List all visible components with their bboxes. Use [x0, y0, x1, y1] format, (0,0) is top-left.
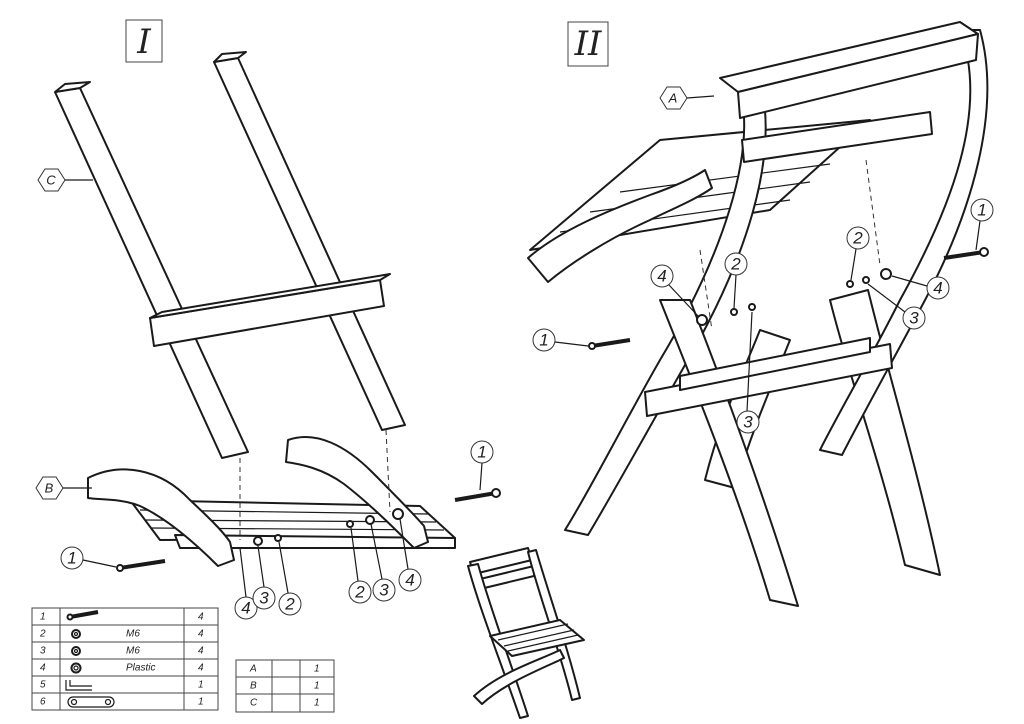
view-one: I	[35, 19, 501, 620]
svg-text:1: 1	[314, 681, 320, 692]
callout-plastic-washer-left-view-two: 4	[650, 264, 699, 317]
hardware-row-5: 5 1	[40, 680, 204, 691]
back-frame-c	[54, 51, 406, 459]
callout-nut-right: 2	[348, 527, 372, 604]
svg-text:M6: M6	[126, 629, 140, 640]
hardware-row-4: 4 Plastic 4	[40, 662, 204, 674]
svg-text:2: 2	[852, 229, 863, 248]
parts-table: A 1 B 1 C 1	[235, 659, 335, 713]
svg-text:3: 3	[379, 581, 389, 600]
hardware-row-6: 6 1	[40, 696, 204, 708]
plastic-washer-icon	[70, 662, 82, 674]
svg-text:2: 2	[354, 583, 365, 602]
svg-text:4: 4	[198, 629, 204, 640]
bolt-icon	[66, 610, 99, 621]
svg-text:3: 3	[743, 413, 753, 432]
assembled-chair-thumbnail	[467, 547, 585, 719]
svg-text:C: C	[250, 698, 258, 709]
hardware-row-3: 3 M6 4	[40, 646, 204, 657]
svg-text:A: A	[249, 664, 257, 675]
view-one-label-box	[125, 19, 163, 63]
svg-text:4: 4	[933, 279, 942, 298]
callout-washer-left: 3	[252, 545, 276, 610]
callout-bolt-left-view-one: 1	[60, 546, 117, 570]
svg-text:2: 2	[39, 629, 46, 640]
callout-bolt-left-view-two: 1	[532, 328, 589, 352]
nut-icon	[71, 629, 81, 639]
svg-text:4: 4	[40, 663, 46, 674]
svg-text:4: 4	[657, 267, 666, 286]
parts-row-a: A 1	[249, 664, 320, 675]
svg-text:6: 6	[40, 697, 46, 708]
svg-text:1: 1	[314, 664, 320, 675]
part-label-c: C	[46, 173, 56, 188]
part-label-b: B	[45, 481, 54, 496]
callout-nut-right-view-two: 2	[846, 226, 870, 281]
callout-washer-right-view-two: 3	[867, 283, 926, 330]
callout-washer-left-view-two: 3	[736, 311, 760, 434]
callout-plastic-washer-right-view-two: 4	[891, 275, 950, 300]
svg-text:1: 1	[40, 612, 46, 623]
callout-plastic-washer-left: 4	[234, 547, 258, 620]
svg-text:5: 5	[40, 680, 46, 691]
hardware-row-1: 1 4	[40, 610, 204, 623]
parts-row-c: C 1	[250, 698, 320, 709]
wrench-icon	[67, 696, 115, 708]
hex-key-icon	[65, 680, 92, 691]
svg-text:1: 1	[198, 680, 204, 691]
callout-washer-right: 3	[370, 523, 396, 602]
callout-nut-left-view-two: 2	[724, 252, 748, 309]
svg-text:1: 1	[198, 697, 204, 708]
svg-text:B: B	[250, 681, 257, 692]
hardware-row-2: 2 M6 4	[39, 629, 204, 640]
view-two-label-box	[567, 21, 609, 67]
view-two-label: II	[574, 24, 602, 64]
part-label-a: A	[668, 91, 678, 106]
view-two: II	[527, 21, 994, 607]
svg-text:1: 1	[67, 549, 76, 568]
parts-row-b: B 1	[250, 681, 320, 692]
svg-text:2: 2	[730, 255, 741, 274]
svg-text:Plastic: Plastic	[126, 663, 155, 674]
hardware-table: 1 4 2 M6 4 3 M6 4 4 Plastic 4 5 1	[31, 607, 219, 711]
svg-text:1: 1	[977, 201, 986, 220]
callout-bolt-right-view-two: 1	[970, 198, 994, 251]
svg-text:2: 2	[284, 595, 295, 614]
svg-text:M6: M6	[126, 646, 140, 657]
callout-plastic-washer-right: 4	[398, 518, 422, 592]
svg-text:4: 4	[241, 599, 250, 618]
svg-text:4: 4	[198, 663, 204, 674]
svg-text:1: 1	[477, 443, 486, 462]
callout-nut-left: 2	[278, 541, 302, 616]
svg-text:4: 4	[198, 646, 204, 657]
washer-icon	[71, 646, 81, 656]
callout-bolt-right-view-one: 1	[470, 440, 494, 491]
svg-text:1: 1	[539, 331, 548, 350]
svg-text:4: 4	[405, 571, 414, 590]
svg-text:1: 1	[314, 698, 320, 709]
svg-text:4: 4	[198, 612, 204, 623]
seat-b	[87, 429, 501, 572]
svg-text:3: 3	[909, 309, 919, 328]
svg-text:3: 3	[259, 589, 269, 608]
view-one-label: I	[136, 22, 151, 62]
svg-text:3: 3	[40, 646, 46, 657]
